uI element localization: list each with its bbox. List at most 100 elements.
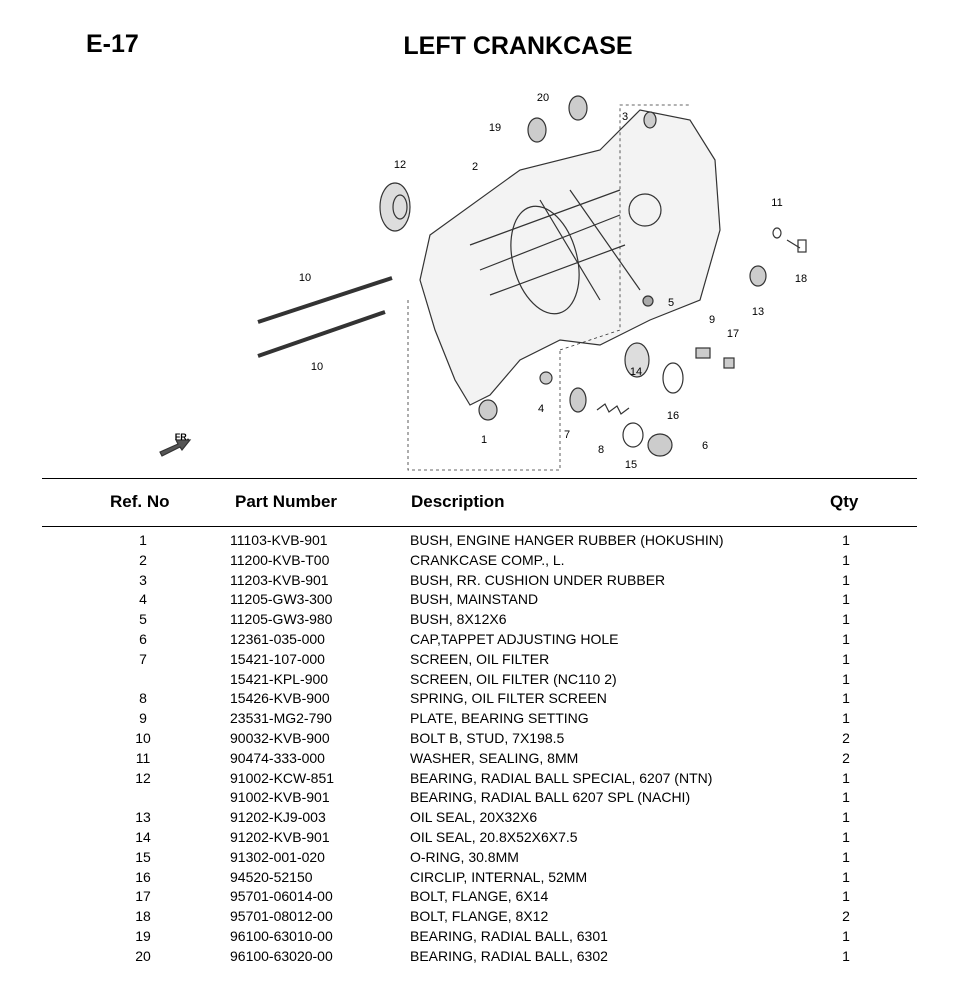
callout-20: 20 <box>536 92 550 104</box>
quantity: 2 <box>842 749 850 766</box>
quantity: 1 <box>842 710 850 727</box>
ref-no: 5 <box>139 611 147 628</box>
part-number: 95701-08012-00 <box>230 908 333 925</box>
callout-9: 9 <box>708 314 716 326</box>
bearing-12 <box>379 182 411 232</box>
table-row: 6 12361-035-000 CAP,TAPPET ADJUSTING HOLE 1 <box>0 631 972 651</box>
quantity: 2 <box>842 730 850 746</box>
page-code: E-17 <box>86 30 139 58</box>
quantity: 1 <box>842 611 850 628</box>
ref-no: 8 <box>139 690 147 707</box>
callout-1: 1 <box>480 434 488 446</box>
ref-no: 11 <box>135 749 151 766</box>
callout-18: 18 <box>794 273 808 285</box>
bolt-17 <box>723 357 735 369</box>
front-label: FR. <box>174 432 190 442</box>
part-number: 96100-63010-00 <box>230 928 333 944</box>
ref-no: 6 <box>139 631 147 647</box>
part-number: 11103-KVB-901 <box>230 532 328 548</box>
description: CAP,TAPPET ADJUSTING HOLE <box>410 631 619 647</box>
quantity: 1 <box>842 551 850 568</box>
ref-no: 18 <box>135 908 151 925</box>
description: BUSH, MAINSTAND <box>410 591 539 608</box>
table-row: 4 11205-GW3-300 BUSH, MAINSTAND 1 <box>0 591 972 611</box>
table-top-rule <box>42 478 917 479</box>
quantity: 1 <box>842 670 850 687</box>
part-number: 95701-06014-00 <box>230 888 333 905</box>
part-number: 90032-KVB-900 <box>230 730 330 746</box>
circlip-16 <box>662 362 684 394</box>
ref-no: 14 <box>135 829 151 845</box>
ref-no: 12 <box>135 769 151 786</box>
description: SPRING, OIL FILTER SCREEN <box>410 690 607 707</box>
callout-17: 17 <box>726 328 740 340</box>
plate-9 <box>695 347 711 359</box>
description: BEARING, RADIAL BALL SPECIAL, 6207 (NTN) <box>410 769 713 786</box>
bearing-19 <box>527 117 547 143</box>
part-number: 96100-63020-00 <box>230 947 333 964</box>
seal-14 <box>624 342 650 378</box>
description: BOLT, FLANGE, 8X12 <box>410 908 549 925</box>
washer-11 <box>772 227 782 239</box>
part-number: 12361-035-000 <box>230 631 325 647</box>
exploded-diagram <box>159 95 807 471</box>
description: BEARING, RADIAL BALL, 6301 <box>410 928 608 944</box>
ref-no: 10 <box>135 730 151 746</box>
callout-10: 10 <box>310 361 324 373</box>
oring-15 <box>622 422 644 448</box>
ref-no: 4 <box>139 591 147 608</box>
bush-5 <box>642 295 654 307</box>
part-number: 91002-KVB-901 <box>230 789 330 806</box>
page-title: LEFT CRANKCASE <box>403 32 633 60</box>
header-part: Part Number <box>235 492 338 511</box>
ref-no: 9 <box>139 710 147 727</box>
description: BOLT, FLANGE, 6X14 <box>410 888 549 905</box>
part-number: 11203-KVB-901 <box>230 571 329 588</box>
callout-19: 19 <box>488 122 502 134</box>
callout-11: 11 <box>771 197 783 209</box>
spring-8 <box>596 403 630 415</box>
quantity: 1 <box>842 868 850 885</box>
front-arrow-icon <box>159 439 192 457</box>
callout-8: 8 <box>597 444 605 456</box>
quantity: 1 <box>842 769 850 786</box>
ref-no: 1 <box>139 532 147 548</box>
bearing-20 <box>568 95 588 121</box>
ref-no: 16 <box>135 868 151 885</box>
table-header-rule <box>42 526 917 527</box>
description: PLATE, BEARING SETTING <box>410 710 589 727</box>
quantity: 1 <box>842 571 850 588</box>
part-number: 15426-KVB-900 <box>230 690 330 707</box>
part-number: 11205-GW3-980 <box>230 611 333 628</box>
part-number: 11205-GW3-300 <box>230 591 333 608</box>
callout-5: 5 <box>667 297 675 309</box>
quantity: 1 <box>842 631 850 647</box>
part-number: 23531-MG2-790 <box>230 710 332 727</box>
description: OIL SEAL, 20.8X52X6X7.5 <box>410 829 578 845</box>
callout-16: 16 <box>666 410 680 422</box>
table-row: 18 95701-08012-00 BOLT, FLANGE, 8X12 2 <box>0 908 972 928</box>
cap-6 <box>647 433 673 457</box>
quantity: 1 <box>842 591 850 608</box>
table-row: 19 96100-63010-00 BEARING, RADIAL BALL, 63… <box>0 928 972 948</box>
ref-no: 19 <box>135 928 151 944</box>
description: OIL SEAL, 20X32X6 <box>410 809 538 826</box>
quantity: 2 <box>842 908 850 925</box>
ref-no: 2 <box>139 551 147 568</box>
quantity: 1 <box>842 848 850 865</box>
part-number: 91202-KVB-901 <box>230 829 330 845</box>
quantity: 1 <box>842 888 850 905</box>
header-qty: Qty <box>830 492 859 511</box>
description: SCREEN, OIL FILTER <box>410 650 550 667</box>
callout-6: 6 <box>701 440 709 452</box>
